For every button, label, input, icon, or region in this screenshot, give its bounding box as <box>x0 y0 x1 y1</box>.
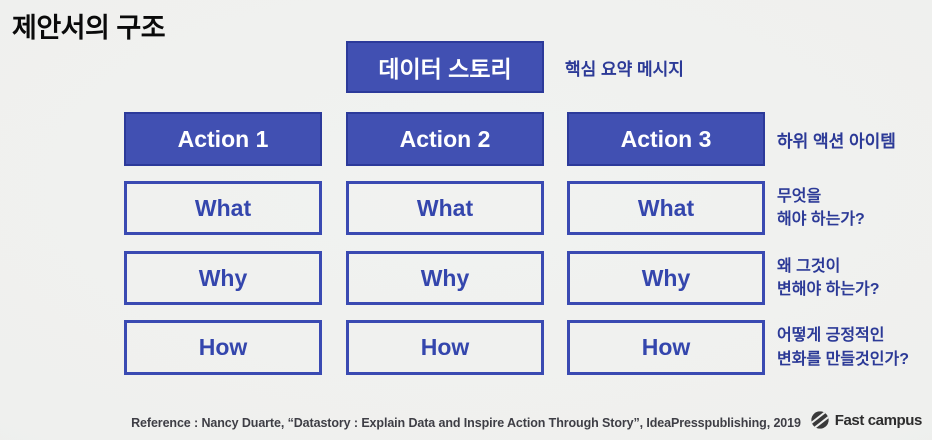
fastcampus-logo-icon <box>810 411 829 429</box>
action-1-box: Action 1 <box>124 112 322 166</box>
what-box-col3: What <box>567 181 765 235</box>
annotation-why: 왜 그것이 변해야 하는가? <box>777 251 880 305</box>
why-box-col1: Why <box>124 251 322 305</box>
annotation-what-line2: 해야 하는가? <box>777 211 865 228</box>
action-2-box: Action 2 <box>346 112 544 166</box>
what-label: What <box>637 194 695 221</box>
how-box-col2: How <box>346 320 544 375</box>
annotation-key-message: 핵심 요약 메시지 <box>565 59 684 79</box>
why-box-col3: Why <box>567 251 765 305</box>
what-label: What <box>194 194 252 221</box>
data-story-label: 데이터 스토리 <box>378 56 512 82</box>
page-title: 제안서의 구조 <box>12 13 166 43</box>
action-2-label: Action 2 <box>399 125 491 152</box>
why-label: Why <box>420 264 470 291</box>
what-box-col1: What <box>124 181 322 235</box>
annotation-how-line1: 어떻게 긍정적인 <box>777 327 885 345</box>
annotation-sub-action-items: 하위 액션 아이템 <box>777 131 896 151</box>
what-box-col2: What <box>346 181 544 235</box>
annotation-how: 어떻게 긍정적인 변화를 만들것인가? <box>777 320 909 375</box>
how-box-col1: How <box>124 320 322 375</box>
action-3-box: Action 3 <box>567 112 765 166</box>
how-box-col3: How <box>567 320 765 375</box>
action-3-label: Action 3 <box>620 125 712 152</box>
annotation-what-line1: 무엇을 <box>777 187 822 205</box>
why-label: Why <box>198 264 248 291</box>
annotation-how-line2: 변화를 만들것인가? <box>777 350 909 368</box>
fastcampus-logo-text: Fast campus <box>834 411 923 429</box>
annotation-why-line1: 왜 그것이 <box>777 257 841 275</box>
how-label: How <box>198 334 248 360</box>
why-box-col2: Why <box>346 251 544 305</box>
how-label: How <box>420 334 470 360</box>
annotation-why-line2: 변해야 하는가? <box>777 281 880 298</box>
reference-text: Reference : Nancy Duarte, “Datastory : E… <box>131 416 801 430</box>
what-label: What <box>416 194 474 221</box>
why-label: Why <box>641 264 691 291</box>
annotation-what: 무엇을 해야 하는가? <box>777 181 865 235</box>
action-1-label: Action 1 <box>177 125 269 152</box>
fastcampus-logo: Fast campus <box>810 410 922 430</box>
how-label: How <box>641 334 691 360</box>
data-story-box: 데이터 스토리 <box>346 41 544 93</box>
